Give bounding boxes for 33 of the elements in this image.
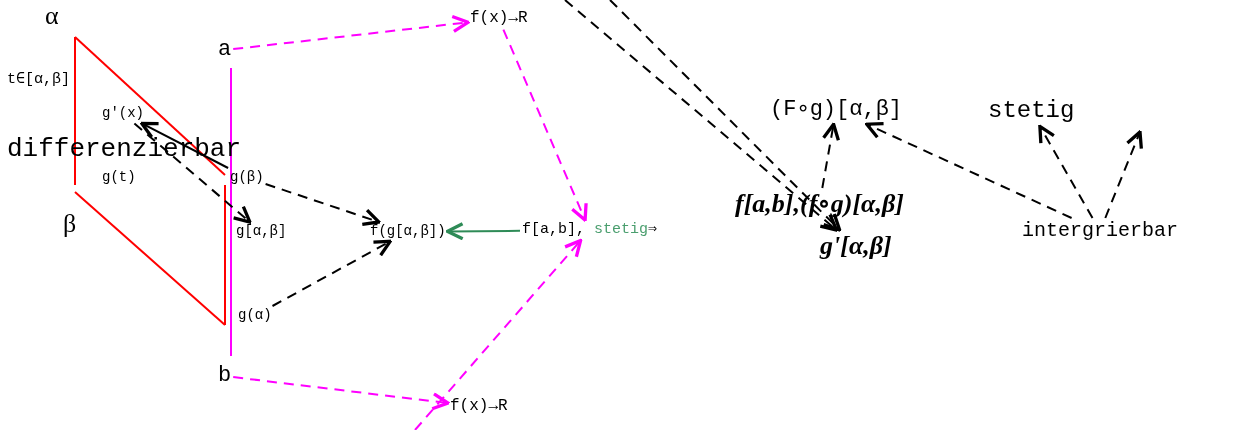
formula-label: f[a,b], [522, 221, 585, 238]
formula-label: stetig [988, 98, 1075, 125]
dashed-arrow [1104, 130, 1143, 219]
dashed-arrow [1038, 124, 1094, 219]
interval-label: t∈[α,β] [7, 72, 71, 89]
dashed-arrow [821, 122, 840, 189]
dashed-arrow [264, 183, 381, 226]
dashed-arrow [609, 0, 842, 232]
dashed-arrow [865, 122, 1073, 219]
formula-label: g[α,β] [236, 224, 287, 240]
property-label: stetig [594, 221, 649, 238]
dashed-arrow [564, 0, 839, 232]
formula-label: (F∘g)[α,β] [770, 98, 903, 123]
dashed-arrow [502, 28, 588, 222]
dashed-arrow [133, 122, 252, 224]
formula-label: f(x)→R [470, 10, 528, 28]
formula-label: b [218, 364, 232, 389]
dashed-arrow [232, 14, 470, 51]
beta-label: β [63, 210, 77, 239]
arrow [445, 222, 521, 241]
formula-label: f(g[α,β]) [370, 224, 446, 240]
dashed-arrow [232, 376, 450, 411]
formula-label: intergrierbar [1022, 220, 1179, 242]
formula-label: g'(x) [102, 106, 144, 122]
formula-label: f(x)→R [450, 398, 508, 416]
formula-label: a [218, 38, 232, 63]
alpha-label: α [45, 2, 59, 31]
formula-label: g'[α,β] [820, 232, 892, 261]
dashed-arrow [271, 239, 392, 307]
dashed-arrow [414, 238, 583, 430]
formula-label: g(t) [102, 170, 136, 186]
formula-label: g(α) [238, 308, 272, 324]
formula-label: ⇒ [648, 221, 658, 238]
